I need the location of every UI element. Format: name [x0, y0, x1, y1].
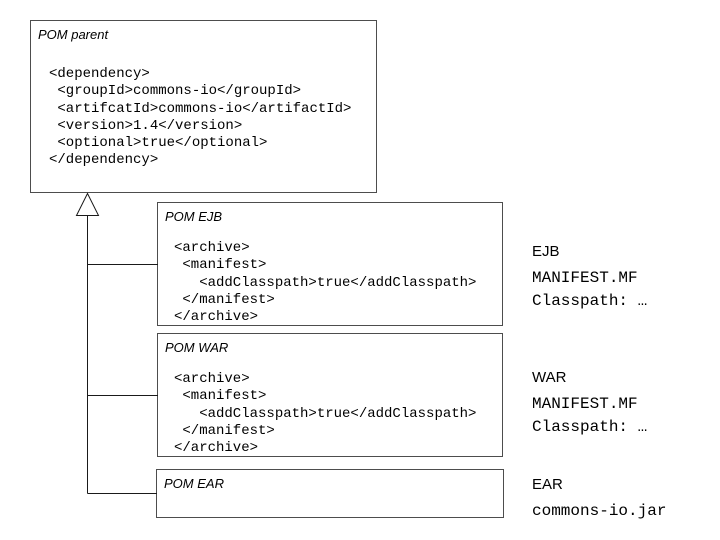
side-label-war-line1: MANIFEST.MF — [532, 395, 638, 413]
side-label-ear-heading: EAR — [532, 476, 563, 493]
pom-ejb-box: POM EJB <archive> <manifest> <addClasspa… — [157, 202, 503, 326]
pom-war-code: <archive> <manifest> <addClasspath>true<… — [174, 371, 477, 457]
pom-parent-box: POM parent <dependency> <groupId>commons… — [30, 20, 377, 193]
inheritance-triangle-icon — [75, 192, 100, 216]
pom-parent-title: POM parent — [38, 27, 109, 42]
pom-war-box: POM WAR <archive> <manifest> <addClasspa… — [157, 333, 503, 457]
pom-ear-box: POM EAR — [156, 469, 504, 518]
pom-war-title: POM WAR — [165, 340, 229, 355]
pom-ejb-title: POM EJB — [165, 209, 223, 224]
pom-ear-title: POM EAR — [164, 476, 224, 491]
side-label-ejb-line1: MANIFEST.MF — [532, 269, 638, 287]
side-label-ejb-heading: EJB — [532, 243, 560, 260]
side-label-war: WAR MANIFEST.MF Classpath: … — [532, 369, 647, 439]
side-label-war-line2: Classpath: … — [532, 418, 648, 436]
side-label-ear-line1: commons-io.jar — [532, 502, 667, 520]
side-label-ear: EAR commons-io.jar — [532, 476, 666, 523]
side-label-ejb-line2: Classpath: … — [532, 292, 648, 310]
pom-ejb-code: <archive> <manifest> <addClasspath>true<… — [174, 240, 477, 326]
pom-parent-code: <dependency> <groupId>commons-io</groupI… — [49, 66, 352, 169]
side-label-ejb: EJB MANIFEST.MF Classpath: … — [532, 243, 647, 313]
side-label-war-heading: WAR — [532, 369, 567, 386]
